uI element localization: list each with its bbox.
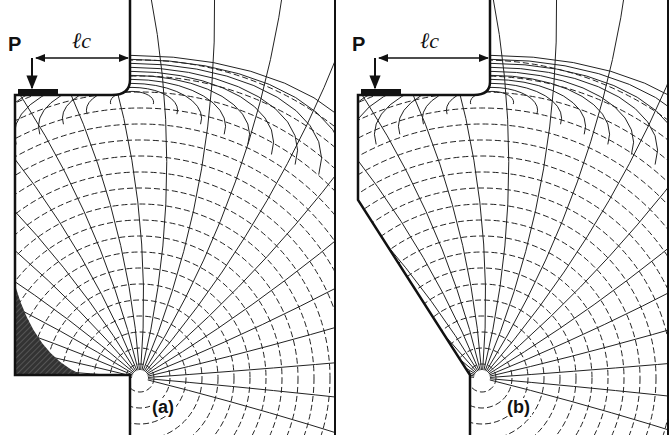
trajectory-solid xyxy=(490,379,670,425)
trajectory-solid xyxy=(148,379,565,425)
trajectory-dashed xyxy=(30,268,250,435)
trajectory-solid xyxy=(0,59,346,184)
load-arrow xyxy=(374,58,376,88)
shaded-zone xyxy=(15,285,82,375)
trajectory-dashed xyxy=(420,316,544,435)
stress-trajectories xyxy=(0,0,566,435)
trajectory-dashed xyxy=(228,124,670,435)
trajectory-solid xyxy=(74,250,475,375)
trajectory-solid xyxy=(488,54,670,373)
corbel-outline xyxy=(358,0,490,435)
trajectory-solid xyxy=(62,83,201,124)
trajectory-dashed xyxy=(0,92,426,435)
lever-arm-label: ℓc xyxy=(418,30,441,52)
column-edge xyxy=(334,0,336,435)
trajectory-dashed xyxy=(196,92,670,435)
trajectory-dashed xyxy=(292,188,670,435)
trajectory-solid xyxy=(470,91,513,104)
column-edge xyxy=(667,0,669,435)
trajectory-solid xyxy=(147,181,520,375)
trajectory-dashed xyxy=(0,220,298,435)
trajectory-solid xyxy=(110,91,153,104)
lever-arm-label: ℓc xyxy=(70,30,93,52)
trajectory-dashed xyxy=(180,76,670,435)
trajectory-solid xyxy=(0,71,274,154)
trajectory-solid xyxy=(490,380,670,435)
trajectory-solid xyxy=(6,0,140,370)
trajectory-solid xyxy=(148,258,551,376)
trajectory-solid xyxy=(487,8,670,372)
trajectory-dashed xyxy=(372,268,592,435)
trajectory-solid xyxy=(117,154,475,373)
trajectory-solid xyxy=(189,66,478,371)
trajectory-dashed xyxy=(46,284,234,435)
stress-trajectories xyxy=(55,0,670,435)
trajectory-solid xyxy=(446,87,537,114)
trajectory-dashed xyxy=(0,108,410,435)
trajectory-dashed xyxy=(260,156,670,435)
trajectory-dashed xyxy=(388,284,576,435)
trajectory-dashed xyxy=(0,156,362,435)
load-label: P xyxy=(350,34,367,54)
trajectory-dashed xyxy=(94,332,186,424)
trajectory-solid xyxy=(144,0,285,371)
trajectory-solid xyxy=(489,181,670,375)
trajectory-solid xyxy=(490,341,670,378)
bearing-plate xyxy=(361,89,401,94)
trajectory-solid xyxy=(92,201,475,374)
trajectory-solid xyxy=(0,55,370,194)
trajectory-solid xyxy=(422,83,561,124)
load-label: P xyxy=(6,34,23,54)
trajectory-solid xyxy=(143,0,214,371)
trajectory-solid xyxy=(254,55,670,194)
trajectory-dashed xyxy=(324,220,640,435)
trajectory-solid xyxy=(348,0,482,370)
trajectory-dashed xyxy=(62,300,218,435)
bearing-plate xyxy=(18,89,58,94)
trajectory-solid xyxy=(61,300,474,376)
trajectory-dashed xyxy=(404,300,560,435)
trajectory-solid xyxy=(0,67,298,164)
trajectory-solid xyxy=(278,59,670,184)
trajectory-dashed xyxy=(468,364,496,392)
trajectory-solid xyxy=(489,112,670,374)
trajectory-dashed xyxy=(244,140,670,435)
figure-label: (b) xyxy=(505,398,532,416)
trajectory-solid xyxy=(38,79,225,134)
figure-label: (a) xyxy=(150,398,176,416)
trajectory-solid xyxy=(398,79,585,134)
trajectory-solid xyxy=(288,0,480,370)
trajectory-solid xyxy=(374,75,609,144)
trajectory-dashed xyxy=(452,348,512,408)
trajectory-solid xyxy=(326,67,657,164)
dimension-line xyxy=(379,57,488,59)
trajectory-dashed xyxy=(356,252,608,435)
trajectory-solid xyxy=(0,250,133,375)
trajectory-solid xyxy=(14,75,249,144)
dimension-line xyxy=(36,57,128,59)
trajectory-dashed xyxy=(308,204,656,435)
trajectory-solid xyxy=(413,0,485,370)
trajectory-solid xyxy=(0,63,322,174)
trajectory-solid xyxy=(86,87,177,114)
corbel-outline xyxy=(15,0,130,435)
trajectory-dashed xyxy=(0,204,314,435)
trajectory-solid xyxy=(490,258,670,376)
trajectory-solid xyxy=(150,108,477,371)
trajectory-solid xyxy=(55,350,474,377)
load-arrow xyxy=(31,58,33,88)
trajectory-dashed xyxy=(14,252,266,435)
trajectory-dashed xyxy=(212,108,670,435)
